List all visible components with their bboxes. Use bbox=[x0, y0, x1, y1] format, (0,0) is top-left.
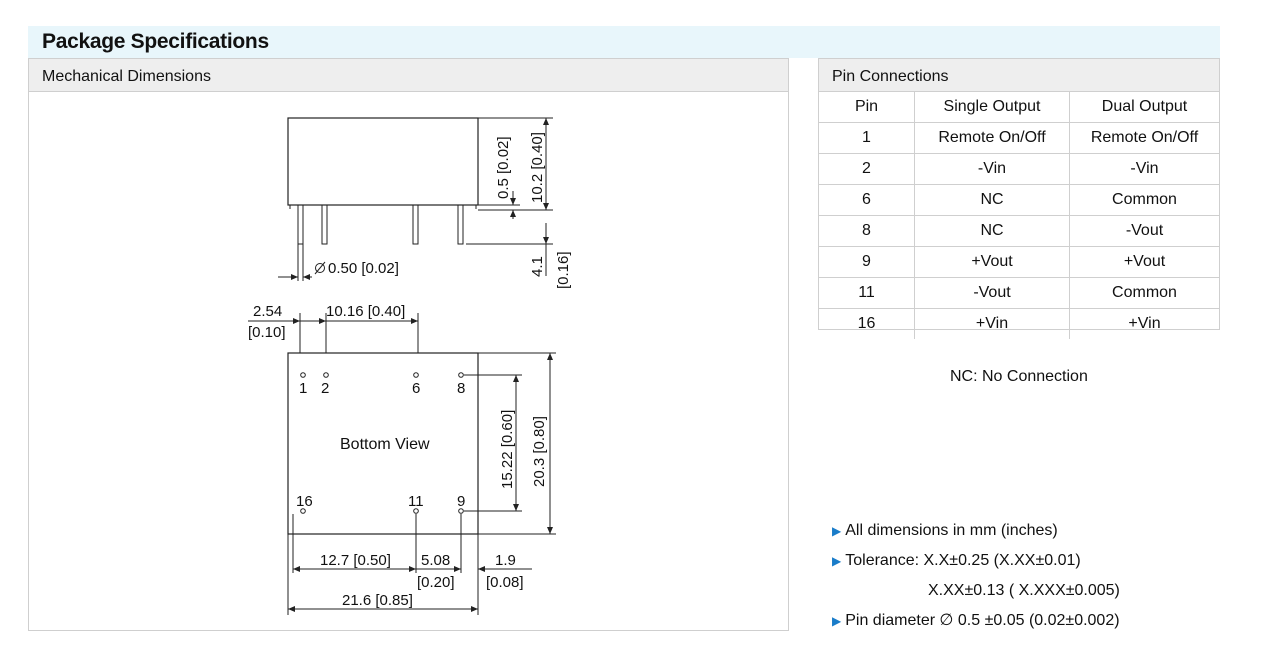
mechanical-drawing: 0.5 [0.02] 10.2 [0.40] 4.1 [0.16] 0.50 [… bbox=[248, 117, 572, 615]
pin-connections-panel: Pin Connections Pin Single Output Dual O… bbox=[818, 58, 1220, 339]
note-text: X.XX±0.13 ( X.XXX±0.005) bbox=[928, 582, 1120, 599]
cell-pin: 9 bbox=[819, 246, 915, 278]
pin-connections-table: Pin Single Output Dual Output 1 Remote O… bbox=[819, 92, 1219, 339]
dim-top-gap: 0.5 [0.02] bbox=[495, 136, 512, 199]
cell-dual-output: +Vout bbox=[1069, 246, 1219, 278]
spec-notes: ▶All dimensions in mm (inches) ▶Toleranc… bbox=[832, 516, 1120, 636]
dim-pin-diameter: 0.50 [0.02] bbox=[328, 260, 399, 277]
note-item: ▶Pin diameter ∅ 0.5 ±0.05 (0.02±0.002) bbox=[832, 606, 1120, 636]
pin-label-9: 9 bbox=[457, 493, 465, 510]
note-text: All dimensions in mm (inches) bbox=[845, 522, 1058, 539]
package-body-bottom bbox=[287, 352, 479, 535]
pin-label-16: 16 bbox=[296, 493, 313, 510]
table-row: 2 -Vin -Vin bbox=[819, 153, 1219, 185]
pin-hole-6 bbox=[413, 372, 419, 378]
pin-side-2 bbox=[321, 204, 328, 245]
table-row: 1 Remote On/Off Remote On/Off bbox=[819, 122, 1219, 154]
mechanical-dimensions-title: Mechanical Dimensions bbox=[29, 59, 788, 92]
dim-height: 10.2 [0.40] bbox=[529, 132, 546, 203]
col-header-dual-output: Dual Output bbox=[1069, 92, 1219, 123]
cell-pin: 16 bbox=[819, 308, 915, 339]
dim-body-height: 20.3 [0.80] bbox=[531, 416, 548, 487]
cell-dual-output: Common bbox=[1069, 277, 1219, 309]
cell-dual-output: Common bbox=[1069, 184, 1219, 216]
cell-pin: 11 bbox=[819, 277, 915, 309]
col-header-single-output: Single Output bbox=[914, 92, 1070, 123]
diameter-icon bbox=[314, 261, 326, 275]
pin-side-4 bbox=[457, 204, 464, 245]
dim-pin-length: 4.1 bbox=[529, 256, 546, 277]
pin-label-2: 2 bbox=[321, 380, 329, 397]
pin-hole-2 bbox=[323, 372, 329, 378]
cell-single-output: -Vout bbox=[914, 277, 1070, 309]
dim-width-1: 12.7 [0.50] bbox=[320, 552, 391, 569]
table-row: 16 +Vin +Vin bbox=[819, 308, 1219, 339]
dim-pitch-1-in: [0.10] bbox=[248, 324, 286, 341]
note-text: Tolerance: X.X±0.25 (X.XX±0.01) bbox=[845, 552, 1081, 569]
dim-width-3-in: [0.08] bbox=[486, 574, 524, 591]
cell-single-output: NC bbox=[914, 215, 1070, 247]
table-row: 11 -Vout Common bbox=[819, 277, 1219, 309]
pin-side-1 bbox=[297, 204, 304, 245]
pin-hole-16 bbox=[300, 508, 306, 514]
pin-hole-11 bbox=[413, 508, 419, 514]
cell-dual-output: -Vout bbox=[1069, 215, 1219, 247]
title-bar: Package Specifications bbox=[28, 26, 1220, 58]
cell-single-output: -Vin bbox=[914, 153, 1070, 185]
dim-total-width: 21.6 [0.85] bbox=[342, 592, 413, 609]
note-text: Pin diameter ∅ 0.5 ±0.05 (0.02±0.002) bbox=[845, 612, 1120, 629]
cell-single-output: +Vout bbox=[914, 246, 1070, 278]
dim-pin-span: 15.22 [0.60] bbox=[499, 410, 516, 489]
pin-label-8: 8 bbox=[457, 380, 465, 397]
pin-label-6: 6 bbox=[412, 380, 420, 397]
pin-connections-title: Pin Connections bbox=[819, 59, 1219, 92]
col-header-pin: Pin bbox=[819, 92, 915, 123]
triangle-right-icon: ▶ bbox=[832, 554, 842, 568]
triangle-right-icon: ▶ bbox=[832, 614, 842, 628]
dim-width-2-in: [0.20] bbox=[417, 574, 455, 591]
dim-width-2: 5.08 bbox=[421, 552, 450, 569]
cell-single-output: NC bbox=[914, 184, 1070, 216]
cell-pin: 2 bbox=[819, 153, 915, 185]
table-row: 9 +Vout +Vout bbox=[819, 246, 1219, 278]
table-row: 6 NC Common bbox=[819, 184, 1219, 216]
cell-dual-output: Remote On/Off bbox=[1069, 122, 1219, 154]
table-row: 8 NC -Vout bbox=[819, 215, 1219, 247]
cell-dual-output: +Vin bbox=[1069, 308, 1219, 339]
pin-hole-8 bbox=[458, 372, 464, 378]
dim-width-3: 1.9 bbox=[495, 552, 516, 569]
note-item: X.XX±0.13 ( X.XXX±0.005) bbox=[832, 576, 1120, 606]
pin-side-3 bbox=[412, 204, 419, 245]
table-header-row: Pin Single Output Dual Output bbox=[819, 92, 1219, 123]
page-title: Package Specifications bbox=[42, 30, 269, 53]
cell-single-output: +Vin bbox=[914, 308, 1070, 339]
cell-pin: 1 bbox=[819, 122, 915, 154]
pin-label-11: 11 bbox=[408, 493, 424, 510]
triangle-right-icon: ▶ bbox=[832, 524, 842, 538]
cell-single-output: Remote On/Off bbox=[914, 122, 1070, 154]
note-item: ▶Tolerance: X.X±0.25 (X.XX±0.01) bbox=[832, 546, 1120, 576]
dim-pin-length-in: [0.16] bbox=[555, 251, 572, 289]
note-item: ▶All dimensions in mm (inches) bbox=[832, 516, 1120, 546]
pin-hole-9 bbox=[458, 508, 464, 514]
dim-pitch-2: 10.16 [0.40] bbox=[326, 303, 405, 320]
pin-hole-1 bbox=[300, 372, 306, 378]
cell-pin: 8 bbox=[819, 215, 915, 247]
cell-pin: 6 bbox=[819, 184, 915, 216]
nc-note: NC: No Connection bbox=[950, 368, 1088, 385]
pin-label-1: 1 bbox=[299, 380, 307, 397]
cell-dual-output: -Vin bbox=[1069, 153, 1219, 185]
dim-pitch-1: 2.54 bbox=[253, 303, 282, 320]
bottom-view-label: Bottom View bbox=[340, 436, 430, 453]
package-body-side bbox=[287, 117, 479, 206]
